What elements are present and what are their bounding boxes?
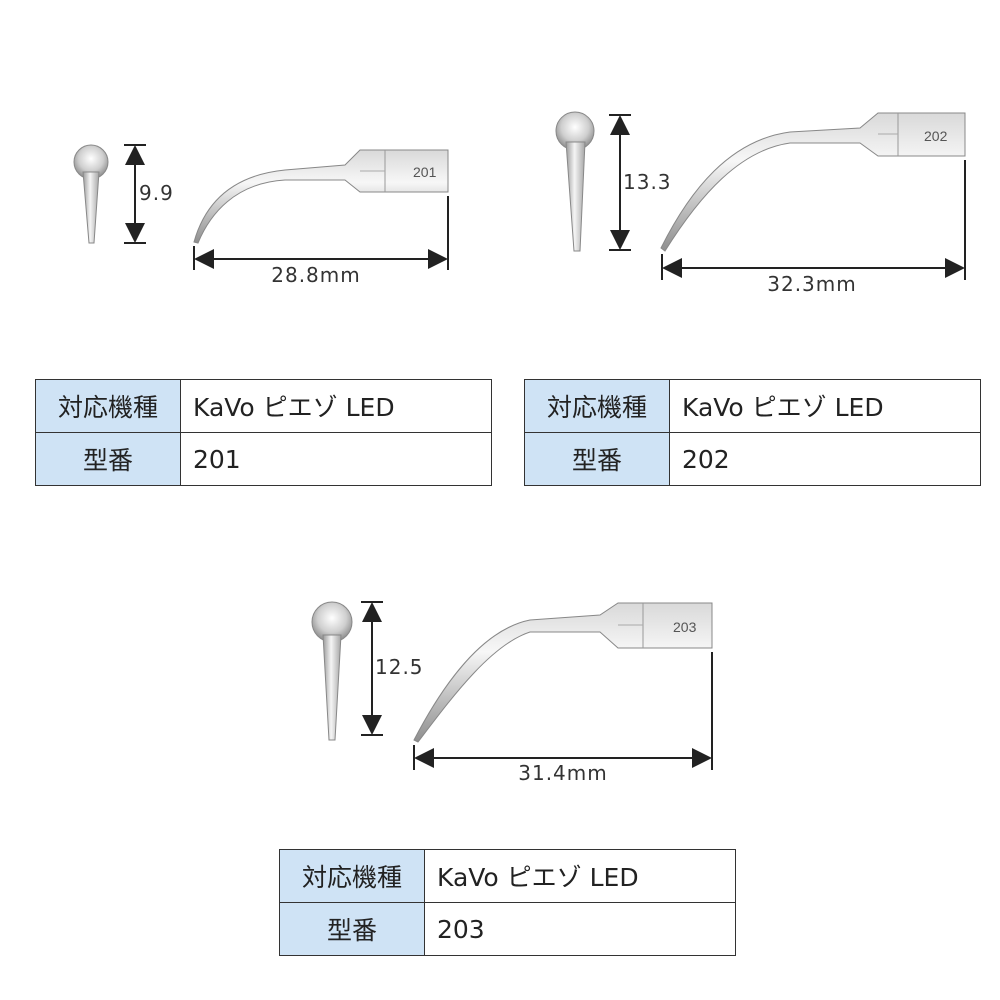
tip-203-height-dimension: 12.5 xyxy=(361,601,424,736)
tip-201-front-view xyxy=(73,144,109,244)
tip-202-height-label: 13.3 xyxy=(623,170,672,194)
tip-201-length-dimension: 28.8mm xyxy=(193,196,449,287)
spec-table-202: 対応機種 KaVo ピエゾ LED 型番 202 xyxy=(524,379,981,486)
tip-202-height-dimension: 13.3 xyxy=(609,114,672,251)
tip-201-height-dimension: 9.9 xyxy=(124,144,174,244)
tip-202-front-view xyxy=(555,111,595,252)
compat-value: KaVo ピエゾ LED xyxy=(424,849,736,903)
compat-value: KaVo ピエゾ LED xyxy=(180,379,492,433)
spec-table-201: 対応機種 KaVo ピエゾ LED 型番 201 xyxy=(35,379,492,486)
tip-203-length-label: 31.4mm xyxy=(518,761,608,785)
tip-202-length-label: 32.3mm xyxy=(767,272,857,296)
model-header: 型番 xyxy=(524,432,670,486)
model-value: 201 xyxy=(180,432,492,486)
tip-203-engraving: 203 xyxy=(673,619,697,635)
table-row: 対応機種 KaVo ピエゾ LED xyxy=(35,379,492,433)
compat-header: 対応機種 xyxy=(35,379,181,433)
model-header: 型番 xyxy=(279,902,425,956)
tip-202-length-dimension: 32.3mm xyxy=(661,160,966,296)
tip-201-height-label: 9.9 xyxy=(139,181,174,205)
compat-header: 対応機種 xyxy=(279,849,425,903)
tip-202-side-view: 202 xyxy=(660,112,966,252)
tip-201-engraving: 201 xyxy=(413,164,437,180)
compat-header: 対応機種 xyxy=(524,379,670,433)
table-row: 型番 201 xyxy=(35,432,492,486)
table-row: 対応機種 KaVo ピエゾ LED xyxy=(524,379,981,433)
model-value: 202 xyxy=(669,432,981,486)
tip-203-length-dimension: 31.4mm xyxy=(413,652,713,785)
spec-table-203: 対応機種 KaVo ピエゾ LED 型番 203 xyxy=(279,849,736,956)
tip-203-front-view xyxy=(311,601,353,741)
table-row: 対応機種 KaVo ピエゾ LED xyxy=(279,849,736,903)
tip-202-engraving: 202 xyxy=(924,128,948,144)
tip-203-height-label: 12.5 xyxy=(375,655,424,679)
table-row: 型番 202 xyxy=(524,432,981,486)
compat-value: KaVo ピエゾ LED xyxy=(669,379,981,433)
tip-201-length-label: 28.8mm xyxy=(271,263,361,287)
tip-203-side-view: 203 xyxy=(413,602,713,743)
model-value: 203 xyxy=(424,902,736,956)
tip-201-side-view: 201 xyxy=(193,149,449,244)
model-header: 型番 xyxy=(35,432,181,486)
table-row: 型番 203 xyxy=(279,902,736,956)
